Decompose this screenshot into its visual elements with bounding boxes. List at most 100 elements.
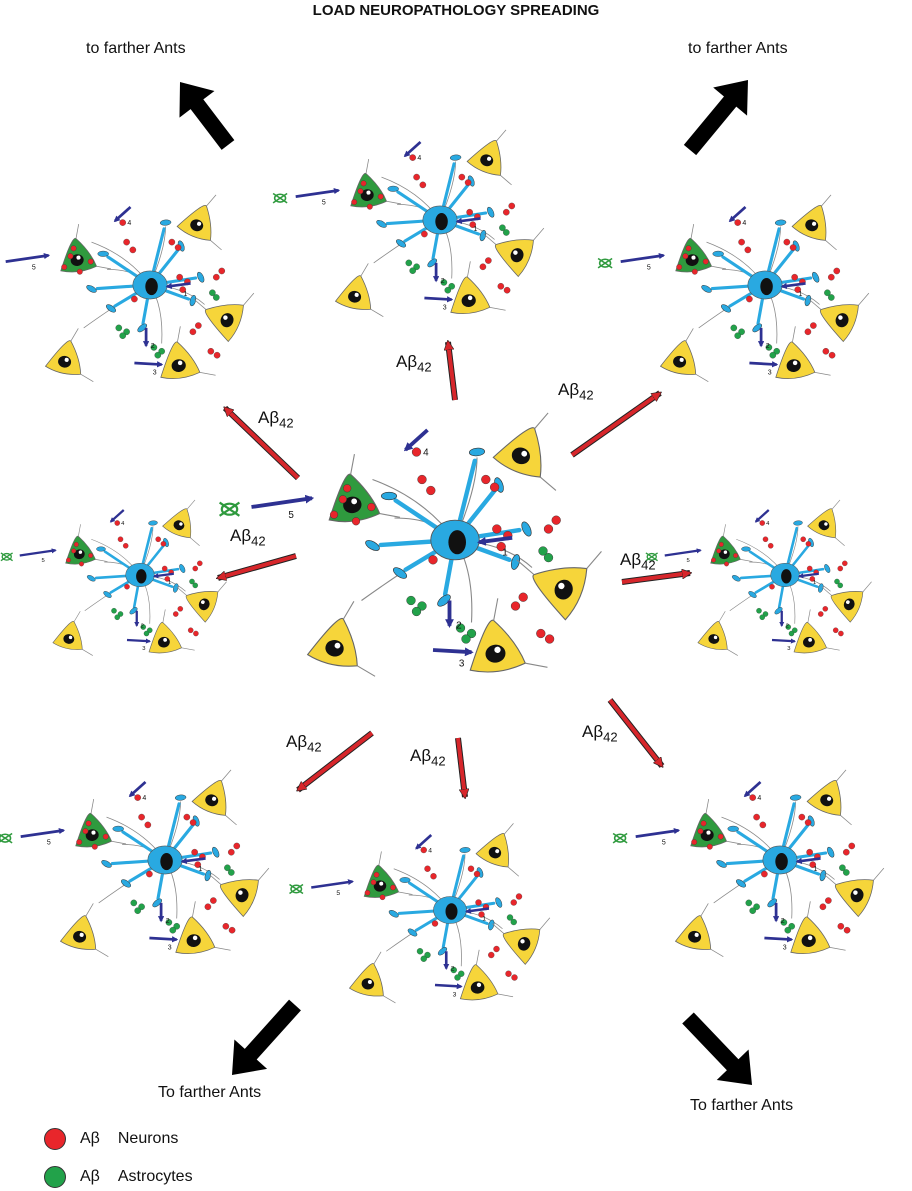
abeta-neuron-dot [510, 601, 521, 611]
neuron [59, 903, 109, 957]
microbe-leg [651, 552, 658, 558]
pathway-arrow [743, 780, 762, 798]
abeta-astrocyte-dot [461, 634, 471, 644]
astrocyte-endfoot [449, 154, 462, 161]
neurite [825, 240, 837, 251]
abeta-neuron-dot [536, 628, 546, 639]
abeta-astrocyte-dot [839, 864, 846, 872]
abeta-neuron-dot [174, 244, 182, 251]
nucleolus [808, 638, 812, 642]
pathway-number: 4 [121, 521, 125, 527]
abeta-neuron-dot [806, 565, 813, 572]
abeta-neuron-dot [828, 351, 836, 359]
microbe-leg [295, 888, 304, 895]
microbe-body [220, 502, 239, 516]
pathway-arrow [109, 509, 125, 523]
nucleolus [163, 638, 167, 642]
abeta-astrocyte-dot [405, 259, 413, 267]
microbe-icon [0, 552, 13, 562]
nucleolus [792, 360, 798, 366]
neuron [175, 901, 231, 954]
pathway-number: 2 [141, 623, 144, 629]
abeta-neuron-dot [478, 911, 485, 918]
abeta-astrocyte-dot [843, 869, 850, 876]
abeta-neuron-dot [430, 873, 437, 880]
abeta-neuron-dot [805, 541, 812, 547]
pathway-number: 1 [199, 866, 203, 873]
microbe-leg [295, 883, 304, 890]
astrocyte-endfoot [103, 591, 112, 598]
neurite [365, 159, 370, 174]
microbe-leg [272, 197, 281, 204]
nucleolus [223, 315, 228, 320]
microbe-leg [279, 192, 288, 199]
abeta-neuron-dot [838, 630, 844, 637]
microbe-leg [597, 257, 606, 264]
neuron [450, 261, 506, 314]
nucleolus [679, 357, 684, 362]
pathway-number: 3 [768, 370, 772, 377]
nucleolus [513, 250, 518, 255]
abeta-dot [373, 871, 380, 878]
microbe-leg [619, 832, 628, 839]
abeta-neuron-dot [114, 520, 120, 526]
abeta-neuron-dot [503, 286, 511, 294]
abeta-dot [716, 548, 722, 554]
abeta-neuron-dot [187, 627, 194, 633]
abeta-astrocyte-dot [413, 263, 420, 271]
abeta-astrocyte-dot [424, 951, 431, 959]
pathway-arrow [153, 572, 174, 579]
nucleolus [212, 796, 217, 801]
pathway-arrow [764, 936, 794, 943]
pathway-number: 2 [451, 965, 455, 972]
abeta-neuron-dot [134, 794, 141, 801]
abeta-neuron-dot [466, 208, 473, 216]
nucleolus [706, 830, 711, 835]
abeta-neuron-dot [759, 821, 767, 829]
abeta-neuron-dot [809, 861, 817, 868]
red-spread-arrow-icon [570, 391, 660, 457]
abeta-astrocyte-dot [114, 614, 120, 620]
abeta-neuron-dot [424, 865, 431, 872]
abeta-neuron-dot [218, 267, 226, 275]
nucleolus [494, 646, 501, 654]
corner-label-top-left: to farther Ants [86, 40, 186, 57]
nucleolus [838, 315, 843, 320]
microbe-icon [645, 552, 658, 562]
microbe-leg [619, 837, 628, 844]
abeta-dot [91, 843, 98, 850]
abeta-neuron-dot [489, 482, 500, 492]
abeta-neuron-dot [467, 865, 475, 872]
abeta-astrocyte-dot [503, 229, 510, 236]
neurite [193, 298, 207, 310]
abeta-neuron-dot [192, 565, 198, 572]
abeta-neuron-dot [761, 870, 768, 878]
neurite [78, 524, 81, 537]
nucleolus [495, 849, 500, 854]
microbe-icon [289, 883, 304, 895]
nucleolus [197, 221, 202, 226]
abeta-neuron-dot [431, 920, 439, 927]
pathway-number: 1 [814, 866, 818, 873]
microbe-leg [4, 832, 13, 839]
astrocyte-endfoot [479, 230, 487, 242]
neuron [459, 949, 514, 1001]
abeta-neuron-dot [138, 813, 145, 821]
microbe-leg [6, 552, 13, 558]
abeta-astrocyte-dot [123, 328, 130, 336]
astrocyte-endfoot [488, 919, 495, 931]
microbe-body [613, 833, 627, 843]
microbe-body [273, 193, 287, 203]
pathway-arrow [311, 879, 354, 889]
neuron [697, 611, 738, 656]
astrocyte-endfoot [721, 304, 731, 313]
abeta-astrocyte-dot [538, 546, 548, 556]
pathway-number: 4 [142, 795, 146, 802]
pathway-arrow [424, 296, 454, 303]
abeta-neuron-dot [791, 273, 798, 281]
abeta-neuron-dot [213, 273, 220, 281]
neurite [383, 995, 396, 1004]
